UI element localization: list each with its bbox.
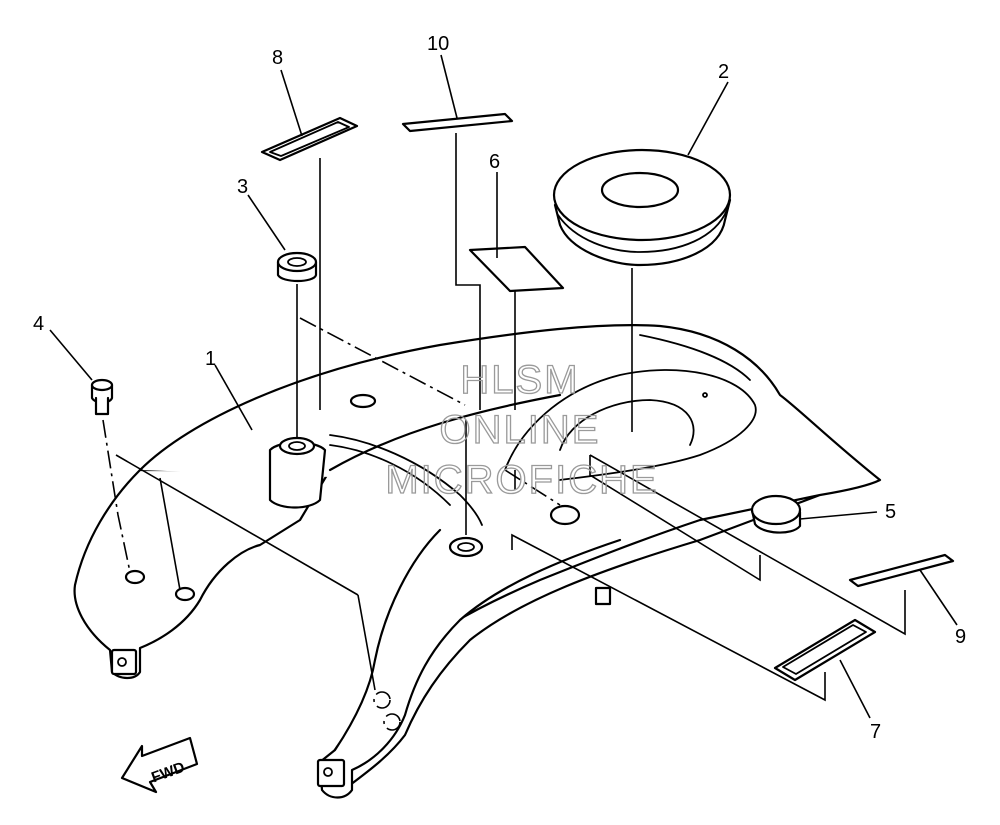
label-strip-9 [848, 553, 955, 588]
callout-8: 8 [272, 47, 283, 69]
label-strip-6 [468, 245, 565, 293]
callout-6: 6 [489, 151, 500, 173]
callout-3: 3 [237, 176, 248, 198]
callout-7: 7 [870, 721, 881, 743]
callout-5: 5 [885, 501, 896, 523]
callout-1: 1 [205, 348, 216, 370]
label-strip-8 [260, 116, 359, 162]
grommet-ring [552, 148, 732, 267]
callout-labels: 1 2 3 4 5 6 7 8 9 10 [33, 33, 966, 743]
watermark-line-1: HLSM [460, 358, 579, 402]
callout-2: 2 [718, 61, 729, 83]
bolt [90, 378, 114, 416]
callout-4: 4 [33, 313, 44, 335]
callout-10: 10 [427, 33, 449, 55]
watermark: HLSM ONLINE MICROFICHE [385, 357, 658, 502]
small-grommet [276, 251, 318, 283]
callout-9: 9 [955, 626, 966, 648]
label-strip-7 [773, 618, 877, 682]
assembly-lines [102, 133, 906, 702]
callout-pointers [49, 54, 958, 719]
watermark-line-2: ONLINE [440, 408, 601, 452]
fender-body [73, 324, 882, 799]
fwd-arrow-icon: FWD [120, 736, 199, 794]
label-strip-10 [401, 112, 514, 133]
plug-cap [750, 494, 802, 534]
watermark-line-3: MICROFICHE [385, 458, 658, 502]
